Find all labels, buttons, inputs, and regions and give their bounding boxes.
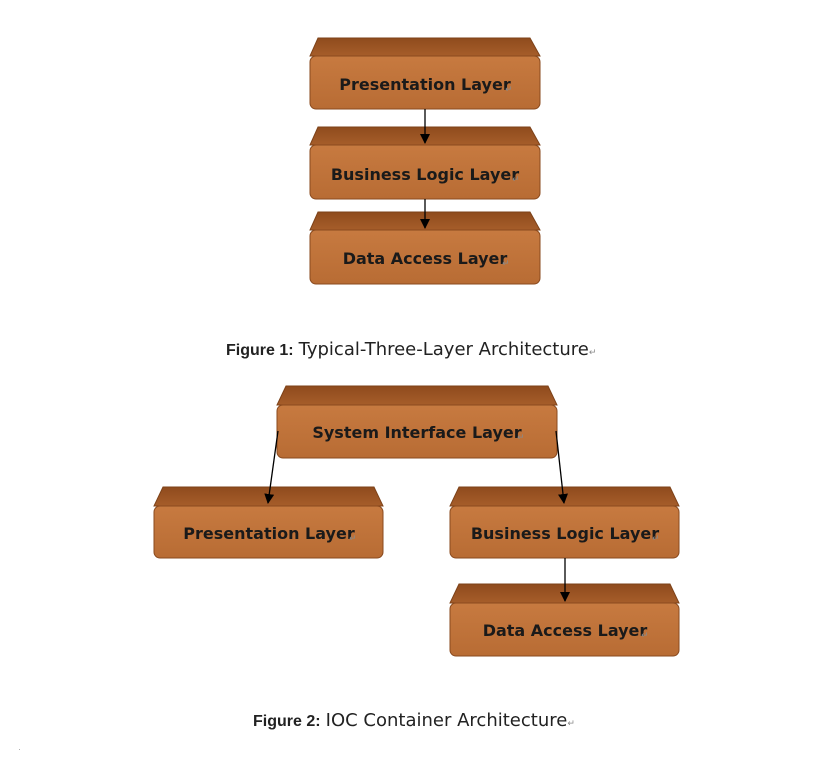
fig2-presentation-layer-box: Presentation Layer ↵ bbox=[153, 486, 384, 559]
figure-2-caption: Figure 2: IOC Container Architecture↵ bbox=[253, 710, 575, 731]
fig1-business-logic-layer-label: Business Logic Layer bbox=[331, 165, 519, 184]
paragraph-mark: ↵ bbox=[512, 175, 520, 185]
fig2-system-interface-layer-box: System Interface Layer ↵ bbox=[276, 385, 558, 459]
fig2-business-logic-layer-box: Business Logic Layer ↵ bbox=[449, 486, 680, 559]
arrow-system-interface-to-business bbox=[555, 430, 568, 504]
paragraph-mark: ↵ bbox=[517, 433, 525, 443]
fig1-data-access-layer-box: Data Access Layer ↵ bbox=[309, 211, 541, 285]
paragraph-mark: ↵ bbox=[567, 719, 575, 729]
paragraph-mark: ↵ bbox=[641, 631, 649, 641]
figure-2-diagram: System Interface Layer ↵ Presentation La… bbox=[153, 385, 680, 657]
paragraph-mark: ↵ bbox=[588, 348, 597, 358]
paragraph-mark: ↵ bbox=[652, 534, 660, 544]
fig2-data-access-layer-box: Data Access Layer ↵ bbox=[449, 583, 680, 657]
fig1-presentation-layer-box: Presentation Layer ↵ bbox=[309, 37, 541, 110]
fig2-presentation-layer-label: Presentation Layer bbox=[183, 524, 355, 543]
figure-2-title: IOC Container Architecture bbox=[325, 710, 568, 731]
fig2-data-access-layer-label: Data Access Layer bbox=[483, 621, 648, 640]
figure-1-number: Figure 1: bbox=[226, 342, 294, 359]
figure-2-number: Figure 2: bbox=[253, 713, 321, 730]
fig2-business-logic-layer-label: Business Logic Layer bbox=[471, 524, 659, 543]
stray-dot bbox=[19, 749, 20, 750]
fig1-presentation-layer-label: Presentation Layer bbox=[339, 75, 511, 94]
figure-1-title: Typical-Three-Layer Architecture bbox=[298, 339, 589, 360]
figure-1-diagram: Presentation Layer ↵ Business Logic Laye… bbox=[309, 37, 541, 285]
figure-1-caption: Figure 1: Typical-Three-Layer Architectu… bbox=[226, 339, 596, 360]
fig2-system-interface-layer-label: System Interface Layer bbox=[312, 423, 521, 442]
fig1-data-access-layer-label: Data Access Layer bbox=[343, 249, 508, 268]
arrow-system-interface-to-presentation bbox=[264, 430, 279, 504]
paragraph-mark: ↵ bbox=[505, 85, 513, 95]
paragraph-mark: ↵ bbox=[502, 259, 510, 269]
paragraph-mark: ↵ bbox=[349, 534, 357, 544]
